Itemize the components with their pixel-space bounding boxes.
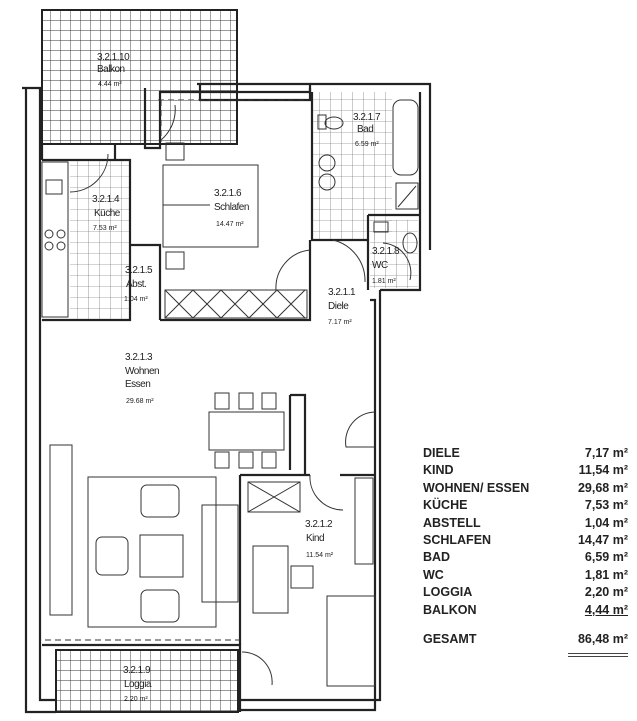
svg-text:3.2.1.9: 3.2.1.9	[123, 665, 151, 676]
svg-text:Loggia: Loggia	[124, 679, 152, 690]
room-label-diele: 3.2.1.1 Diele 7.17 m²	[328, 287, 357, 326]
svg-text:Küche: Küche	[94, 208, 121, 219]
furniture	[41, 99, 419, 687]
svg-text:4.44 m²: 4.44 m²	[98, 81, 122, 88]
svg-text:3.2.1.1: 3.2.1.1	[328, 287, 356, 298]
svg-text:3.2.1.3: 3.2.1.3	[125, 352, 153, 363]
balkon-tiles	[41, 9, 238, 145]
svg-text:3.2.1.5: 3.2.1.5	[125, 265, 153, 276]
svg-text:Schlafen: Schlafen	[214, 202, 249, 213]
svg-text:Diele: Diele	[328, 301, 349, 312]
svg-text:29.68 m²: 29.68 m²	[126, 398, 154, 405]
svg-text:6.59 m²: 6.59 m²	[355, 141, 379, 148]
room-label-schlafen: 3.2.1.6 Schlafen 14.47 m²	[214, 188, 249, 228]
svg-text:Kind: Kind	[306, 533, 324, 544]
kueche-tiles	[70, 160, 130, 320]
svg-text:Bad: Bad	[357, 124, 373, 135]
room-label-abst: 3.2.1.5 Abst. 1.04 m²	[124, 265, 154, 303]
dashed-line	[158, 99, 305, 142]
svg-text:WC: WC	[372, 260, 388, 271]
wc-tiles	[370, 220, 418, 288]
svg-text:1.81 m²: 1.81 m²	[372, 278, 396, 285]
svg-text:3.2.1.2: 3.2.1.2	[305, 519, 333, 530]
svg-text:7.53 m²: 7.53 m²	[93, 225, 117, 232]
room-label-wc: 3.2.1.8 WC 1.81 m²	[372, 246, 401, 285]
svg-text:Essen: Essen	[125, 379, 150, 390]
svg-text:3.2.1.8: 3.2.1.8	[372, 246, 400, 257]
room-label-balkon: 3.2.1.10 Balkon 4.44 m²	[97, 52, 131, 88]
room-label-bad: 3.2.1.7 Bad 6.59 m²	[353, 112, 382, 148]
walls	[22, 82, 432, 714]
svg-text:3.2.1.4: 3.2.1.4	[92, 194, 120, 205]
svg-text:Balkon: Balkon	[97, 64, 125, 75]
svg-text:Abst.: Abst.	[126, 279, 146, 290]
doors[interactable]	[69, 104, 412, 686]
svg-text:3.2.1.7: 3.2.1.7	[353, 112, 381, 123]
loggia-tiles	[55, 649, 239, 713]
svg-text:7.17 m²: 7.17 m²	[328, 319, 352, 326]
room-label-wohnen: 3.2.1.3 Wohnen Essen 29.68 m²	[125, 352, 160, 405]
room-label-loggia: 3.2.1.9 Loggia 2.20 m²	[123, 665, 152, 703]
double-underline	[568, 653, 628, 657]
svg-text:3.2.1.10: 3.2.1.10	[97, 52, 130, 63]
svg-text:1.04 m²: 1.04 m²	[124, 296, 148, 303]
svg-text:Wohnen: Wohnen	[125, 366, 159, 377]
svg-text:3.2.1.6: 3.2.1.6	[214, 188, 242, 199]
svg-text:11.54 m²: 11.54 m²	[306, 552, 334, 559]
svg-text:14.47 m²: 14.47 m²	[216, 221, 244, 228]
svg-text:2.20 m²: 2.20 m²	[124, 696, 148, 703]
room-label-kind: 3.2.1.2 Kind 11.54 m²	[305, 519, 334, 559]
room-label-kueche: 3.2.1.4 Küche 7.53 m²	[92, 194, 121, 232]
